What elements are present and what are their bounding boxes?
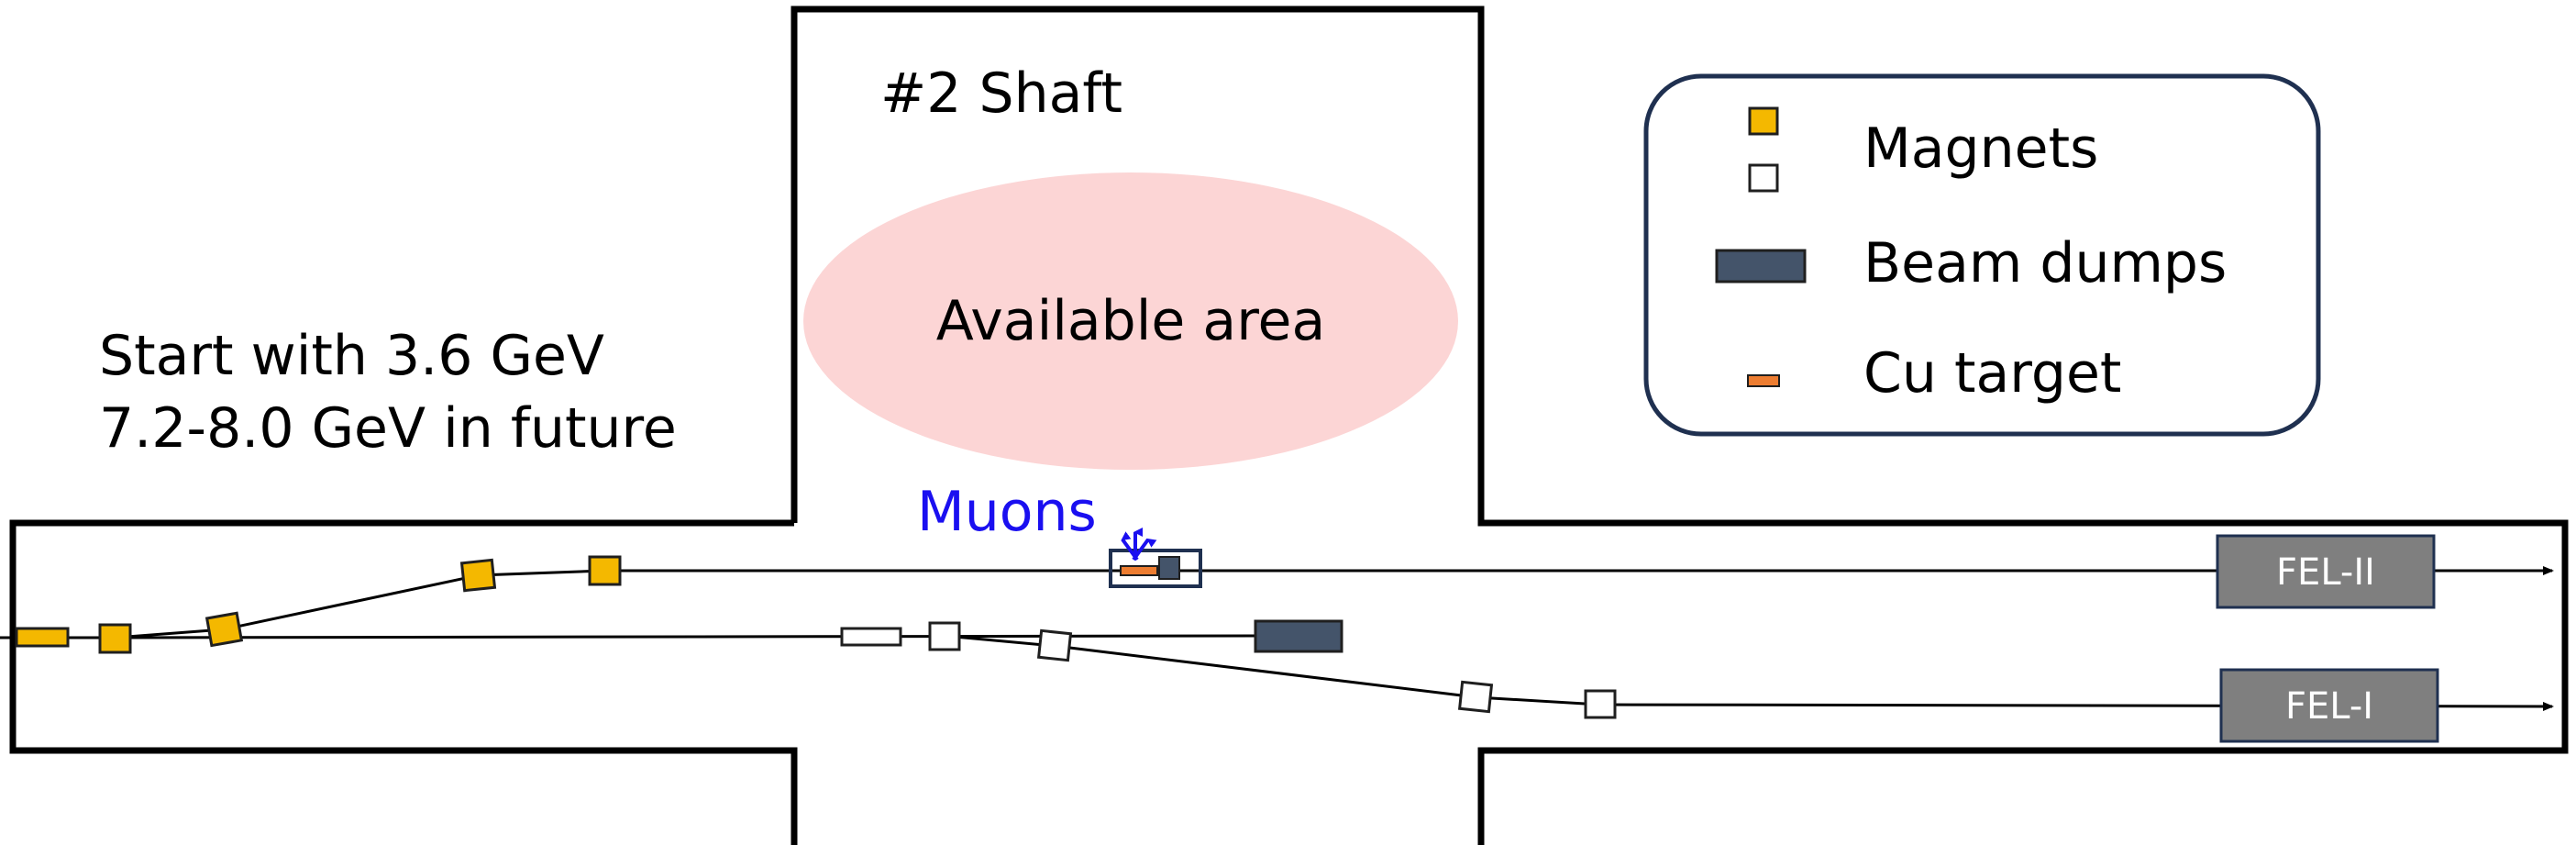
legend-beam-dump [1715,249,1807,284]
muon-arrows [1121,528,1157,561]
white-magnets [840,621,1617,719]
magnet-white-4 [1457,680,1494,714]
tunnel-outline [9,6,2569,845]
legend-magnets-label: Magnets [1863,117,2098,181]
muon-target-assembly [1109,549,1202,588]
magnet-white-1 [840,627,902,647]
magnet-yellow-1 [15,627,70,648]
legend-beam-dumps-label: Beam dumps [1863,231,2227,295]
energy-label-line1: Start with 3.6 GeV [99,324,604,388]
available-area-label: Available area [936,289,1325,353]
magnet-white-3 [1036,628,1073,662]
legend: Magnets Beam dumps Cu target [1643,73,2321,437]
legend-frame [1643,73,2321,437]
muons-label: Muons [917,480,1097,544]
arrow-up-icon [1132,538,1157,561]
magnet-yellow-5 [588,555,622,586]
energy-label-line2: 7.2-8.0 GeV in future [99,396,677,461]
yellow-magnets [15,555,622,654]
fel1-label: FEL-I [2285,685,2373,728]
fel1-box: FEL-I [2219,668,2439,743]
magnet-yellow-4 [459,558,497,593]
fel2-label: FEL-II [2276,551,2375,594]
cu-target [1120,565,1158,576]
shaft-label: #2 Shaft [880,61,1122,126]
magnet-white-2 [928,621,961,651]
beam-dump-target [1158,556,1180,580]
magnet-yellow-3 [205,611,244,648]
magnet-white-5 [1584,689,1617,719]
legend-magnet-white [1748,163,1779,193]
magnet-yellow-2 [98,623,132,654]
legend-cu-target-label: Cu target [1863,341,2121,406]
available-area [803,172,1458,470]
fel2-box: FEL-II [2216,534,2436,609]
legend-magnet-yellow [1748,106,1779,136]
legend-cu-target [1747,374,1780,387]
target-enclosure [1109,549,1202,588]
beam-dump-main [1254,619,1343,653]
